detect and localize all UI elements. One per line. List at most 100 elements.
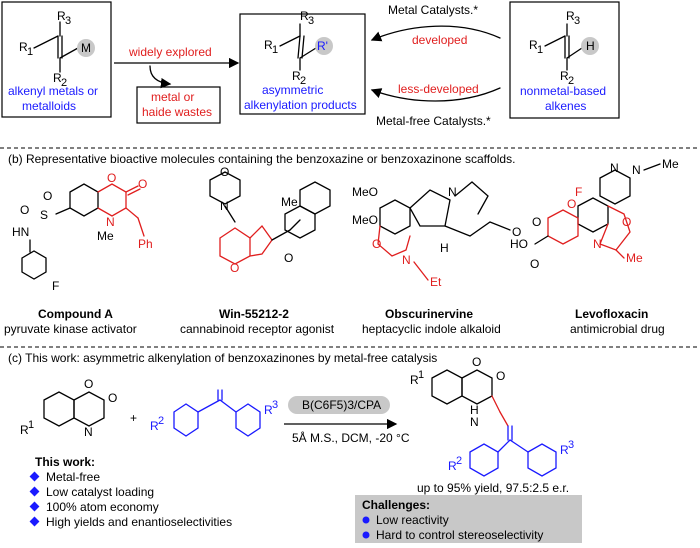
compound-a-name: Compound A (38, 307, 113, 321)
svg-text:R: R (292, 69, 301, 83)
svg-text:Et: Et (430, 275, 442, 289)
challenges-box (355, 495, 582, 543)
metal-label: M (81, 41, 91, 55)
nonmetal-alkene-structure: R 1 R 3 R 2 H (529, 9, 599, 87)
catalyst-label: B(C6F5)3/CPA (302, 398, 381, 412)
svg-text:R: R (300, 9, 309, 23)
svg-text:O: O (84, 377, 93, 391)
r1-label: R (19, 40, 28, 54)
svg-text:2: 2 (568, 75, 574, 87)
svg-text:O: O (284, 251, 293, 265)
svg-text:asymmetric: asymmetric (262, 83, 323, 97)
svg-text:O: O (530, 257, 539, 271)
svg-text:Me: Me (662, 157, 679, 171)
compound-a-desc: pyruvate kinase activator (4, 322, 137, 336)
metal-free-catalysts-label: Metal-free Catalysts.* (376, 114, 491, 128)
svg-text:Me: Me (626, 251, 643, 265)
svg-text:N: N (448, 185, 457, 199)
svg-text:R: R (150, 419, 159, 433)
svg-text:R: R (448, 459, 457, 473)
section-c: (c) This work: asymmetric alkenylation o… (8, 351, 582, 543)
svg-text:O: O (138, 177, 147, 191)
svg-text:MeO: MeO (352, 185, 378, 199)
win-name: Win-55212-2 (219, 307, 289, 321)
developed-label: developed (412, 33, 467, 47)
svg-text:HO: HO (510, 237, 528, 251)
compound-a-structure: O O N Me Ph S O O HN F (12, 171, 153, 293)
conditions-label: 5Å M.S., DCM, -20 °C (292, 430, 410, 445)
svg-text:haide wastes: haide wastes (142, 105, 212, 119)
svg-text:O: O (108, 391, 117, 405)
svg-text:O: O (496, 369, 505, 383)
catalyst-pill (288, 396, 390, 414)
product-alkenylated-structure: O O H N R 1 R 2 R 3 (410, 355, 574, 477)
svg-text:3: 3 (574, 15, 580, 27)
box-alkenyl-metals (1, 1, 112, 118)
svg-text:R: R (560, 443, 569, 457)
this-work-item: High yields and enantioselectivities (46, 515, 232, 529)
svg-text:3: 3 (308, 15, 314, 27)
svg-text:N: N (593, 237, 602, 251)
metal-catalysts-label: Metal Catalysts.* (388, 3, 478, 17)
r-prime-label: R' (317, 39, 328, 53)
svg-text:R: R (529, 38, 538, 52)
win55212-structure: O N O Me O (209, 165, 331, 275)
challenge-item: Hard to control stereoselectivity (376, 528, 543, 542)
svg-text:2: 2 (158, 415, 164, 427)
section-c-header: (c) This work: asymmetric alkenylation o… (8, 351, 437, 365)
obscurinervine-desc: heptacyclic indole alkaloid (362, 322, 501, 336)
box-products (239, 13, 366, 115)
svg-text:H: H (470, 403, 479, 417)
svg-text:R: R (20, 423, 29, 437)
svg-text:2: 2 (61, 77, 67, 89)
svg-text:N: N (632, 163, 641, 177)
svg-text:H: H (440, 241, 449, 255)
svg-text:alkenes: alkenes (545, 99, 586, 113)
this-work-list: Metal-free Low catalyst loading 100% ato… (29, 470, 232, 529)
challenges-title: Challenges: (362, 498, 430, 512)
plus-sign: + (130, 411, 137, 425)
levofloxacin-desc: antimicrobial drug (570, 322, 665, 336)
yield-label: up to 95% yield, 97.5:2.5 e.r. (417, 481, 569, 495)
svg-text:O: O (567, 197, 576, 211)
svg-text:O: O (107, 171, 116, 185)
svg-text:1: 1 (28, 419, 34, 431)
svg-text:N: N (84, 425, 93, 439)
svg-text:3: 3 (568, 439, 574, 451)
svg-text:F: F (52, 279, 59, 293)
challenge-item: Low reactivity (376, 513, 449, 527)
win-desc: cannabinoid receptor agonist (180, 322, 335, 336)
svg-text:O: O (532, 215, 541, 229)
svg-text:O: O (372, 237, 381, 251)
obscurinervine-name: Obscurinervine (385, 307, 473, 321)
svg-text:1: 1 (537, 44, 543, 56)
svg-text:1: 1 (272, 44, 278, 56)
product-structure: R 1 R 3 R 2 R' (264, 9, 333, 87)
this-work-title: This work: (35, 455, 95, 469)
svg-text:R: R (560, 69, 569, 83)
box-wastes (136, 86, 221, 124)
svg-text:O: O (512, 225, 521, 239)
svg-text:R: R (566, 9, 575, 23)
svg-text:Me: Me (97, 229, 114, 243)
svg-text:O: O (20, 203, 29, 217)
alkenyl-metals-label: alkenyl metals or (8, 84, 98, 98)
section-b: (b) Representative bioactive molecules c… (4, 152, 679, 336)
svg-text:3: 3 (272, 399, 278, 411)
svg-text:nonmetal-based: nonmetal-based (520, 84, 606, 98)
svg-text:O: O (230, 261, 239, 275)
obscurinervine-structure: MeO MeO O N Et N O O H (352, 181, 541, 289)
svg-text:R: R (264, 38, 273, 52)
this-work-item: Metal-free (46, 470, 100, 484)
svg-text:N: N (220, 199, 229, 213)
this-work-item: Low catalyst loading (46, 485, 154, 499)
this-work-item: 100% atom economy (46, 500, 159, 514)
section-b-header: (b) Representative bioactive molecules c… (8, 152, 515, 166)
svg-text:R: R (57, 9, 66, 23)
box-nonmetal-alkenes (509, 1, 620, 119)
svg-text:N: N (402, 253, 411, 267)
less-developed-label: less-developed (398, 82, 479, 96)
svg-text:3: 3 (65, 15, 71, 27)
svg-text:S: S (40, 208, 48, 222)
